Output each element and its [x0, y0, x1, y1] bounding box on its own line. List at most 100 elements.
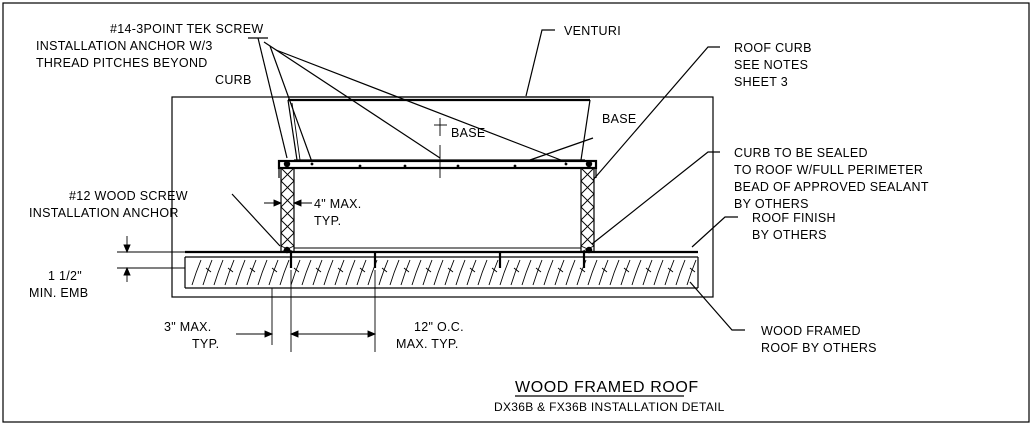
wood-grain-stroke [246, 259, 257, 286]
curb-hatch-line [580, 206, 595, 221]
dimension-spacing [236, 270, 377, 352]
wood-grain-tick [381, 267, 388, 273]
curb-hatch-line [280, 219, 295, 234]
wood-grain-tick [623, 267, 630, 273]
label-base: BASE [602, 112, 637, 126]
sealant-bead-left [283, 246, 291, 254]
wood-grain-stroke [378, 259, 389, 286]
wood-grain-stroke [444, 259, 455, 286]
wood-grain-hatch [191, 259, 697, 286]
wood-grain-tick [557, 267, 564, 273]
wood-grain-stroke [268, 259, 279, 286]
wood-grain-tick [535, 267, 542, 273]
wood-grain-stroke [653, 259, 664, 286]
wood-grain-stroke [686, 259, 697, 286]
label-wood-screw-2: INSTALLATION ANCHOR [29, 206, 179, 220]
wood-grain-stroke [576, 259, 587, 286]
curb-crosshatch [280, 167, 595, 253]
label-wood-framed-1: WOOD FRAMED [761, 324, 861, 338]
wood-grain-stroke [466, 259, 477, 286]
label-roof-curb-3: SHEET 3 [734, 75, 788, 89]
wood-grain-stroke [367, 259, 378, 286]
label-4in-max-2: TYP. [314, 214, 341, 228]
wood-grain-stroke [587, 259, 598, 286]
wood-grain-stroke [235, 259, 246, 286]
wood-grain-stroke [675, 259, 686, 286]
wood-grain-tick [337, 267, 344, 273]
label-centerline-base: BASE [451, 126, 486, 140]
wood-grain-stroke [323, 259, 334, 286]
label-roof-curb-2: SEE NOTES [734, 58, 808, 72]
wood-grain-stroke [554, 259, 565, 286]
wood-grain-stroke [312, 259, 323, 286]
wood-grain-tick [491, 267, 498, 273]
wood-grain-tick [293, 267, 300, 273]
wood-grain-stroke [279, 259, 290, 286]
wood-grain-tick [315, 267, 322, 273]
wood-grain-stroke [213, 259, 224, 286]
label-tek-screw-4: CURB [215, 73, 252, 87]
label-4in-max-1: 4" MAX. [314, 197, 362, 211]
curb-hatch-line [280, 232, 295, 247]
wood-grain-tick [469, 267, 476, 273]
wood-grain-stroke [565, 259, 576, 286]
wood-grain-stroke [356, 259, 367, 286]
wood-grain-tick [667, 267, 674, 273]
detail-title: WOOD FRAMED ROOF [515, 379, 699, 396]
wood-grain-stroke [191, 259, 202, 286]
wood-grain-tick [689, 267, 696, 273]
label-curb-sealed-3: BEAD OF APPROVED SEALANT [734, 180, 929, 194]
venturi [287, 96, 591, 161]
label-min-emb-2: MIN. EMB [29, 286, 88, 300]
detail-subtitle: DX36B & FX36B INSTALLATION DETAIL [494, 400, 725, 414]
wood-grain-stroke [422, 259, 433, 286]
wood-grain-stroke [455, 259, 466, 286]
wood-grain-stroke [609, 259, 620, 286]
wood-grain-stroke [400, 259, 411, 286]
dimension-embedment [117, 236, 185, 282]
label-roof-curb-1: ROOF CURB [734, 41, 812, 55]
curb-hatch-line [580, 219, 595, 234]
label-tek-screw-3: THREAD PITCHES BEYOND [36, 56, 208, 70]
wood-grain-stroke [301, 259, 312, 286]
wood-grain-stroke [257, 259, 268, 286]
dimension-4in [264, 199, 312, 207]
leader-lines [231, 29, 745, 331]
label-roof-finish-2: BY OTHERS [752, 228, 827, 242]
label-tek-screw-2: INSTALLATION ANCHOR W/3 [36, 39, 213, 53]
wood-grain-tick [645, 267, 652, 273]
label-curb-sealed-2: TO ROOF W/FULL PERIMETER [734, 163, 923, 177]
wood-grain-stroke [411, 259, 422, 286]
wood-grain-tick [227, 267, 234, 273]
wood-grain-stroke [334, 259, 345, 286]
curb-hatch-line [280, 193, 295, 208]
wood-grain-stroke [510, 259, 521, 286]
wood-grain-stroke [620, 259, 631, 286]
wood-grain-stroke [598, 259, 609, 286]
roof-deck [184, 250, 699, 289]
wood-grain-stroke [477, 259, 488, 286]
curb-hatch-line [580, 167, 595, 182]
label-tek-screw-1: #14-3POINT TEK SCREW [110, 22, 264, 36]
label-wood-framed-2: ROOF BY OTHERS [761, 341, 877, 355]
wood-grain-stroke [389, 259, 400, 286]
wood-grain-stroke [224, 259, 235, 286]
label-venturi: VENTURI [564, 24, 621, 38]
wood-grain-tick [447, 267, 454, 273]
wood-grain-tick [271, 267, 278, 273]
label-curb-sealed-1: CURB TO BE SEALED [734, 146, 868, 160]
wood-grain-stroke [499, 259, 510, 286]
label-wood-screw-1: #12 WOOD SCREW [69, 189, 188, 203]
label-min-emb-1: 1 1/2" [48, 269, 82, 283]
wood-grain-stroke [631, 259, 642, 286]
wood-grain-stroke [290, 259, 301, 286]
wood-grain-stroke [488, 259, 499, 286]
wood-grain-stroke [642, 259, 653, 286]
wood-grain-stroke [543, 259, 554, 286]
wood-grain-tick [249, 267, 256, 273]
wood-grain-tick [205, 267, 212, 273]
wood-grain-tick [513, 267, 520, 273]
centerline-mark [434, 118, 447, 178]
